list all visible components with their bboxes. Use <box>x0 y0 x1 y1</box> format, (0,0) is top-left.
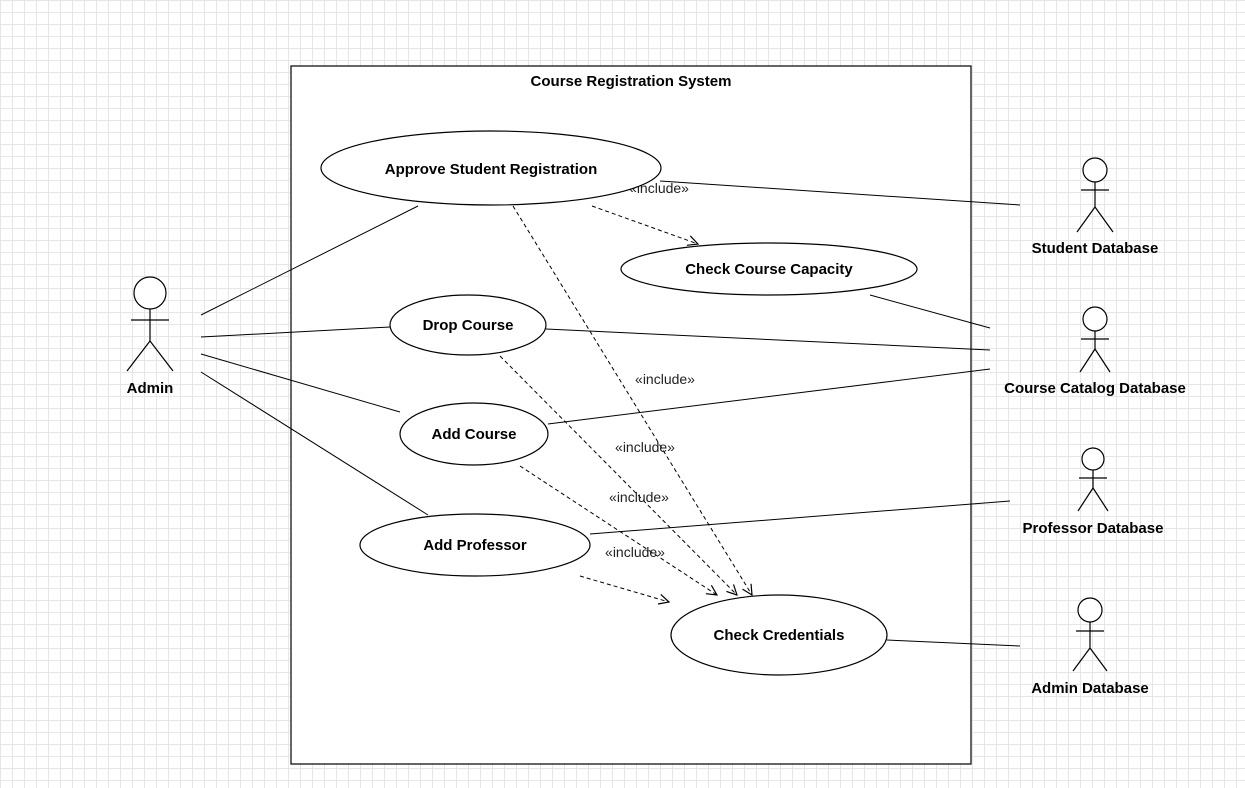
use-case-add-professor-label: Add Professor <box>423 537 527 554</box>
assoc-admin-approve[interactable] <box>200 205 419 316</box>
use-case-credentials[interactable]: Check Credentials <box>670 594 888 676</box>
association-lines <box>200 180 1021 647</box>
use-case-add-course[interactable]: Add Course <box>399 402 549 466</box>
include-label-add-professor: «include» <box>605 544 665 560</box>
actor-professor-database[interactable] <box>1077 447 1109 512</box>
actor-admin-database-label: Admin Database <box>1031 680 1149 697</box>
use-case-drop-label: Drop Course <box>423 317 514 334</box>
actor-course-catalog-database-label: Course Catalog Database <box>1004 380 1186 397</box>
actor-admin[interactable] <box>126 276 174 372</box>
actor-student-database[interactable] <box>1076 157 1114 233</box>
include-drop-credentials[interactable] <box>499 355 737 595</box>
actor-course-catalog-database[interactable] <box>1079 306 1111 373</box>
actor-professor-database-label: Professor Database <box>1023 520 1164 537</box>
assoc-admin-add-professor[interactable] <box>200 371 429 516</box>
use-case-approve[interactable]: Approve Student Registration <box>320 130 662 206</box>
use-case-capacity-label: Check Course Capacity <box>685 261 853 278</box>
include-label-approve: «include» <box>635 371 695 387</box>
include-approve-credentials[interactable] <box>512 205 752 595</box>
use-case-drop[interactable]: Drop Course <box>389 294 547 356</box>
actor-admin-label: Admin <box>127 380 174 397</box>
actor-student-database-label: Student Database <box>1032 240 1159 257</box>
assoc-credentials-admin-db[interactable] <box>886 639 1021 647</box>
use-case-add-course-label: Add Course <box>431 426 516 443</box>
use-case-approve-label: Approve Student Registration <box>385 161 598 178</box>
assoc-approve-student-db[interactable] <box>659 180 1021 206</box>
include-label-add-course: «include» <box>609 489 669 505</box>
include-add-professor-credentials[interactable] <box>579 575 669 602</box>
include-dependencies <box>499 205 752 602</box>
assoc-add-course-catalog-db[interactable] <box>547 368 991 425</box>
assoc-add-professor-professor-db[interactable] <box>589 500 1011 535</box>
use-case-add-professor[interactable]: Add Professor <box>359 513 591 577</box>
use-case-capacity[interactable]: Check Course Capacity <box>620 242 918 296</box>
assoc-drop-catalog-db[interactable] <box>545 328 991 351</box>
assoc-capacity-catalog-db[interactable] <box>869 294 991 329</box>
include-label-drop: «include» <box>615 439 675 455</box>
include-add-course-credentials[interactable] <box>519 465 717 595</box>
system-title: Course Registration System <box>531 73 732 90</box>
assoc-admin-drop[interactable] <box>200 326 391 338</box>
include-approve-capacity[interactable] <box>591 205 698 244</box>
use-case-credentials-label: Check Credentials <box>714 627 845 644</box>
assoc-admin-add-course[interactable] <box>200 353 401 413</box>
actor-admin-database[interactable] <box>1072 597 1108 672</box>
